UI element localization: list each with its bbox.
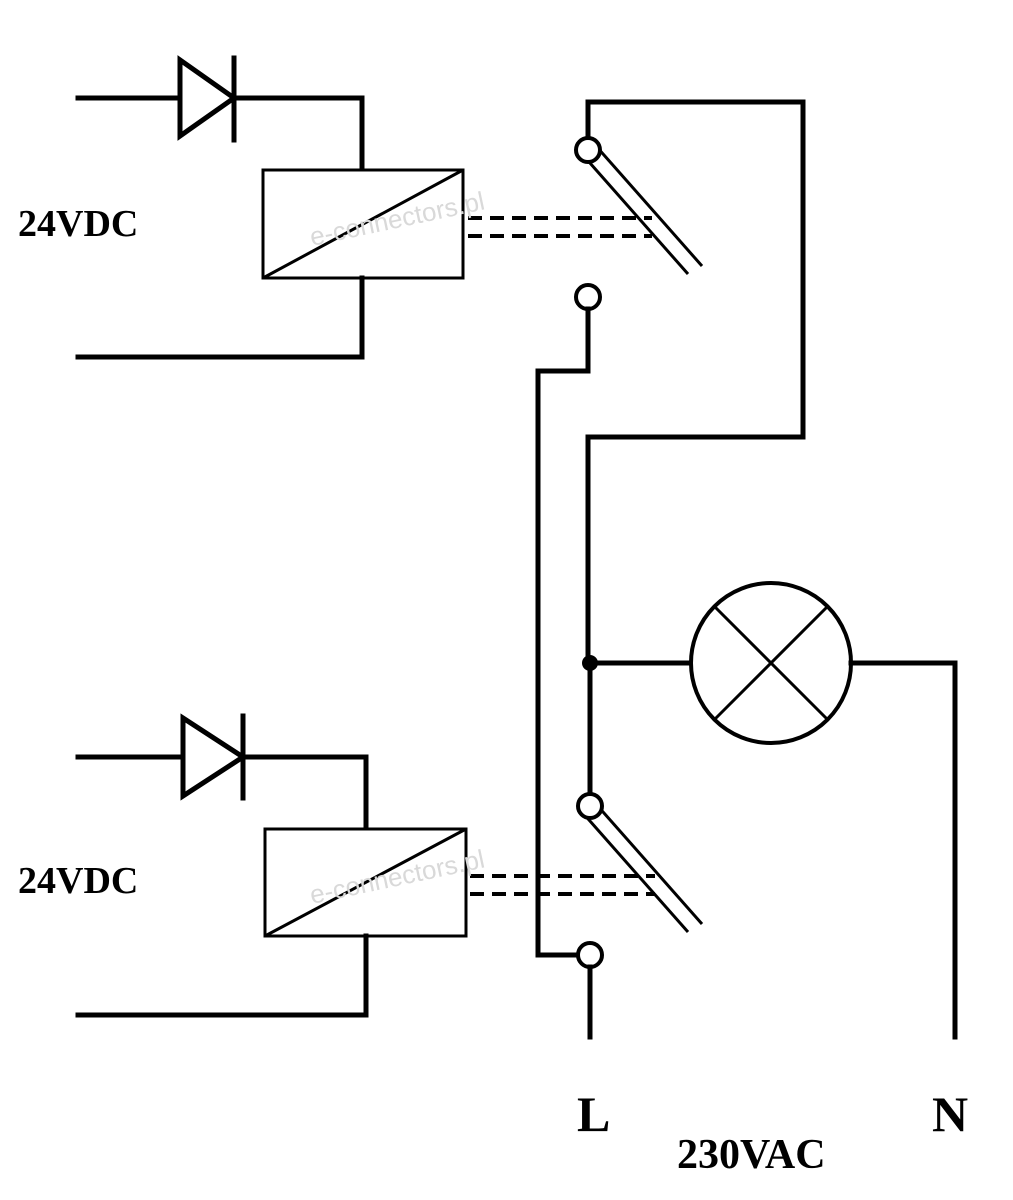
lamp-branch (582, 581, 958, 1040)
bottom-switch-contact-terminal (576, 941, 604, 969)
bottom-switch (576, 660, 704, 1040)
bottom-coil-feed-wire (240, 754, 369, 832)
mains-voltage-label: 230VAC (677, 1132, 826, 1178)
bottom-mechanical-link (470, 874, 655, 896)
bottom-switch-common-terminal (576, 792, 604, 820)
top-switch-common-terminal (574, 136, 602, 164)
top-switch-contact-wire (535, 306, 591, 958)
bottom-switch-blade (580, 803, 704, 933)
neutral-wire (848, 660, 958, 1040)
top-switch-contact-terminal (574, 283, 602, 311)
top-relay: e-connectors.pl 24VDC (18, 55, 652, 360)
bottom-relay-coil (263, 827, 468, 938)
neutral-label: N (932, 1086, 968, 1142)
bottom-supply-label: 24VDC (18, 860, 138, 902)
line-label: L (577, 1086, 610, 1142)
top-mechanical-link (468, 216, 652, 238)
top-switch-common-wire (585, 99, 806, 658)
top-switch (535, 99, 806, 958)
top-switch-blade (580, 145, 704, 275)
bottom-diode (180, 713, 248, 801)
lamp-symbol (689, 581, 853, 745)
bottom-relay: e-connectors.pl 24VDC (18, 713, 655, 1018)
top-relay-coil (261, 168, 465, 280)
top-supply-label: 24VDC (18, 203, 138, 245)
bottom-coil-return-wire (75, 933, 369, 1018)
top-coil-feed-wire (231, 95, 365, 173)
top-diode (177, 55, 239, 143)
top-coil-return-wire (75, 275, 365, 360)
